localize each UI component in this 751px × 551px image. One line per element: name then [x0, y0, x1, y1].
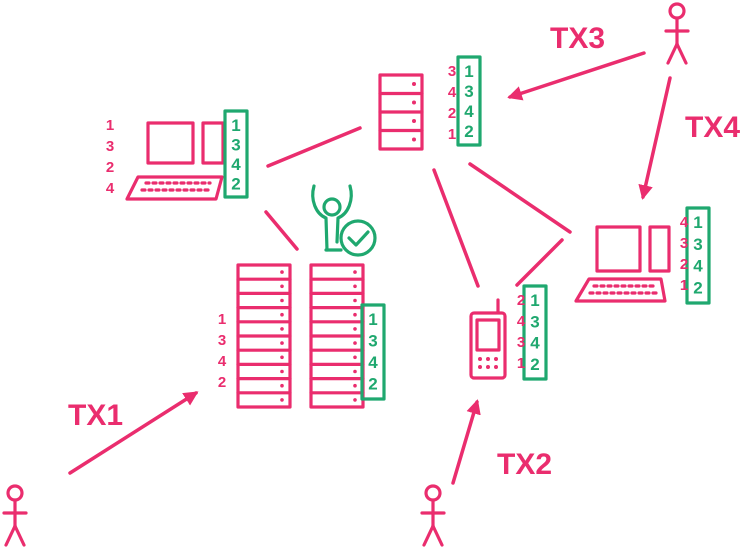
- received-order-number: 1: [680, 277, 688, 294]
- sorted-order-number: 3: [530, 312, 539, 331]
- received-order-number: 2: [517, 292, 525, 309]
- sorted-order-box: [522, 284, 548, 381]
- server-rack-icon: [309, 263, 365, 409]
- received-order-number: 2: [106, 159, 114, 176]
- received-order-number: 2: [448, 105, 456, 122]
- sorted-order-number: 3: [368, 332, 377, 351]
- received-order-number: 3: [448, 63, 456, 80]
- person-icon: [664, 2, 690, 65]
- server-rack-icon: [236, 263, 292, 409]
- transaction-arrows: [68, 51, 672, 485]
- laptop-icon: [574, 225, 671, 303]
- sorted-order-number: 3: [464, 82, 473, 101]
- laptop-icon: [125, 121, 225, 201]
- received-order-number: 1: [106, 117, 114, 134]
- sorted-order-box: [456, 55, 482, 147]
- sorted-order-number: 3: [693, 235, 702, 254]
- sorted-order-box: [360, 303, 386, 401]
- received-order-number: 4: [218, 353, 227, 370]
- tx4-label: TX4: [685, 111, 740, 144]
- received-order-number: 3: [106, 138, 114, 155]
- received-order-number: 3: [218, 332, 226, 349]
- arrow-icon: [507, 51, 646, 101]
- sorted-order-number: 1: [464, 62, 473, 81]
- sorted-order-box: [685, 206, 711, 305]
- link-laptop-left-datacenter: [264, 210, 299, 251]
- person-icon: [2, 484, 28, 547]
- validator-icon: [311, 184, 353, 252]
- received-order-number: 3: [680, 235, 688, 252]
- sorted-order-number: 1: [693, 213, 702, 232]
- server-icon: [378, 73, 424, 151]
- received-order-number: 4: [448, 84, 457, 101]
- sorted-order-number: 2: [693, 278, 702, 297]
- received-order-number: 4: [680, 214, 689, 231]
- received-order-number: 4: [106, 180, 115, 197]
- sorted-order-box: [223, 109, 249, 199]
- sorted-order-number: 1: [530, 291, 539, 310]
- sorted-order-number: 2: [368, 375, 377, 394]
- sorted-order-number: 3: [231, 136, 240, 155]
- received-order-number: 4: [517, 313, 526, 330]
- link-server-top-laptop-right: [468, 162, 572, 234]
- arrow-icon: [68, 391, 199, 475]
- sorted-order-number: 1: [368, 310, 377, 329]
- received-order-number: 1: [517, 355, 525, 372]
- arrow-icon: [638, 76, 672, 200]
- sorted-order-number: 4: [530, 334, 540, 353]
- link-phone-laptop-right: [515, 238, 564, 287]
- received-order-number: 2: [680, 256, 688, 273]
- sorted-order-number: 4: [464, 102, 474, 121]
- sorted-order-number: 2: [464, 122, 473, 141]
- received-order-number: 1: [448, 126, 456, 143]
- received-order-number: 2: [218, 374, 226, 391]
- person-icon: [420, 484, 446, 547]
- phone-icon: [469, 298, 507, 380]
- sorted-order-number: 1: [231, 116, 240, 135]
- link-server-top-phone: [432, 168, 480, 288]
- sorted-order-number: 4: [693, 257, 703, 276]
- link-laptop-left-server-top: [266, 126, 362, 168]
- received-order-number: 3: [517, 334, 525, 351]
- sorted-order-number: 2: [231, 175, 240, 194]
- arrow-icon: [451, 399, 481, 485]
- sorted-order-number: 2: [530, 355, 539, 374]
- tx2-label: TX2: [497, 448, 552, 481]
- network-links: [264, 126, 572, 288]
- sorted-order-number: 4: [368, 353, 378, 372]
- received-order-number: 1: [218, 311, 226, 328]
- tx3-label: TX3: [550, 22, 605, 55]
- tx1-label: TX1: [68, 399, 123, 432]
- check-icon: [339, 219, 377, 257]
- sorted-order-number: 4: [231, 155, 241, 174]
